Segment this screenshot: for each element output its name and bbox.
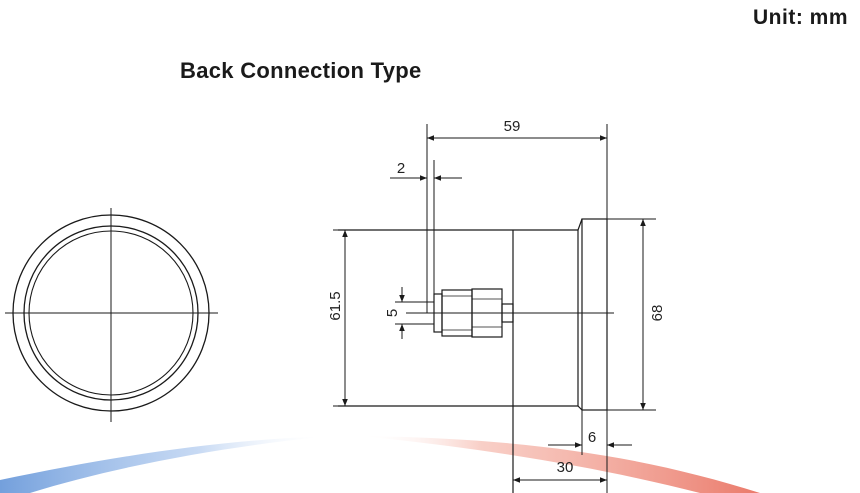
red-swoosh bbox=[360, 436, 760, 493]
dim-label-61-5: 61.5 bbox=[327, 291, 344, 320]
diagram-title: Back Connection Type bbox=[180, 58, 422, 83]
dim-label-68: 68 bbox=[649, 305, 666, 322]
dim-label-2: 2 bbox=[397, 160, 405, 177]
unit-label: Unit: mm bbox=[753, 6, 848, 29]
flange bbox=[581, 218, 608, 411]
dimension-lines bbox=[342, 135, 646, 483]
front-view bbox=[5, 208, 218, 422]
dim-label-30: 30 bbox=[557, 459, 574, 476]
flange-step-top bbox=[577, 218, 583, 231]
flange-step-bottom bbox=[577, 405, 583, 411]
blue-swoosh bbox=[0, 436, 330, 493]
dim-label-59: 59 bbox=[504, 118, 521, 135]
side-view bbox=[333, 124, 656, 493]
dim-label-6: 6 bbox=[588, 429, 596, 446]
dim-label-5: 5 bbox=[384, 309, 401, 317]
